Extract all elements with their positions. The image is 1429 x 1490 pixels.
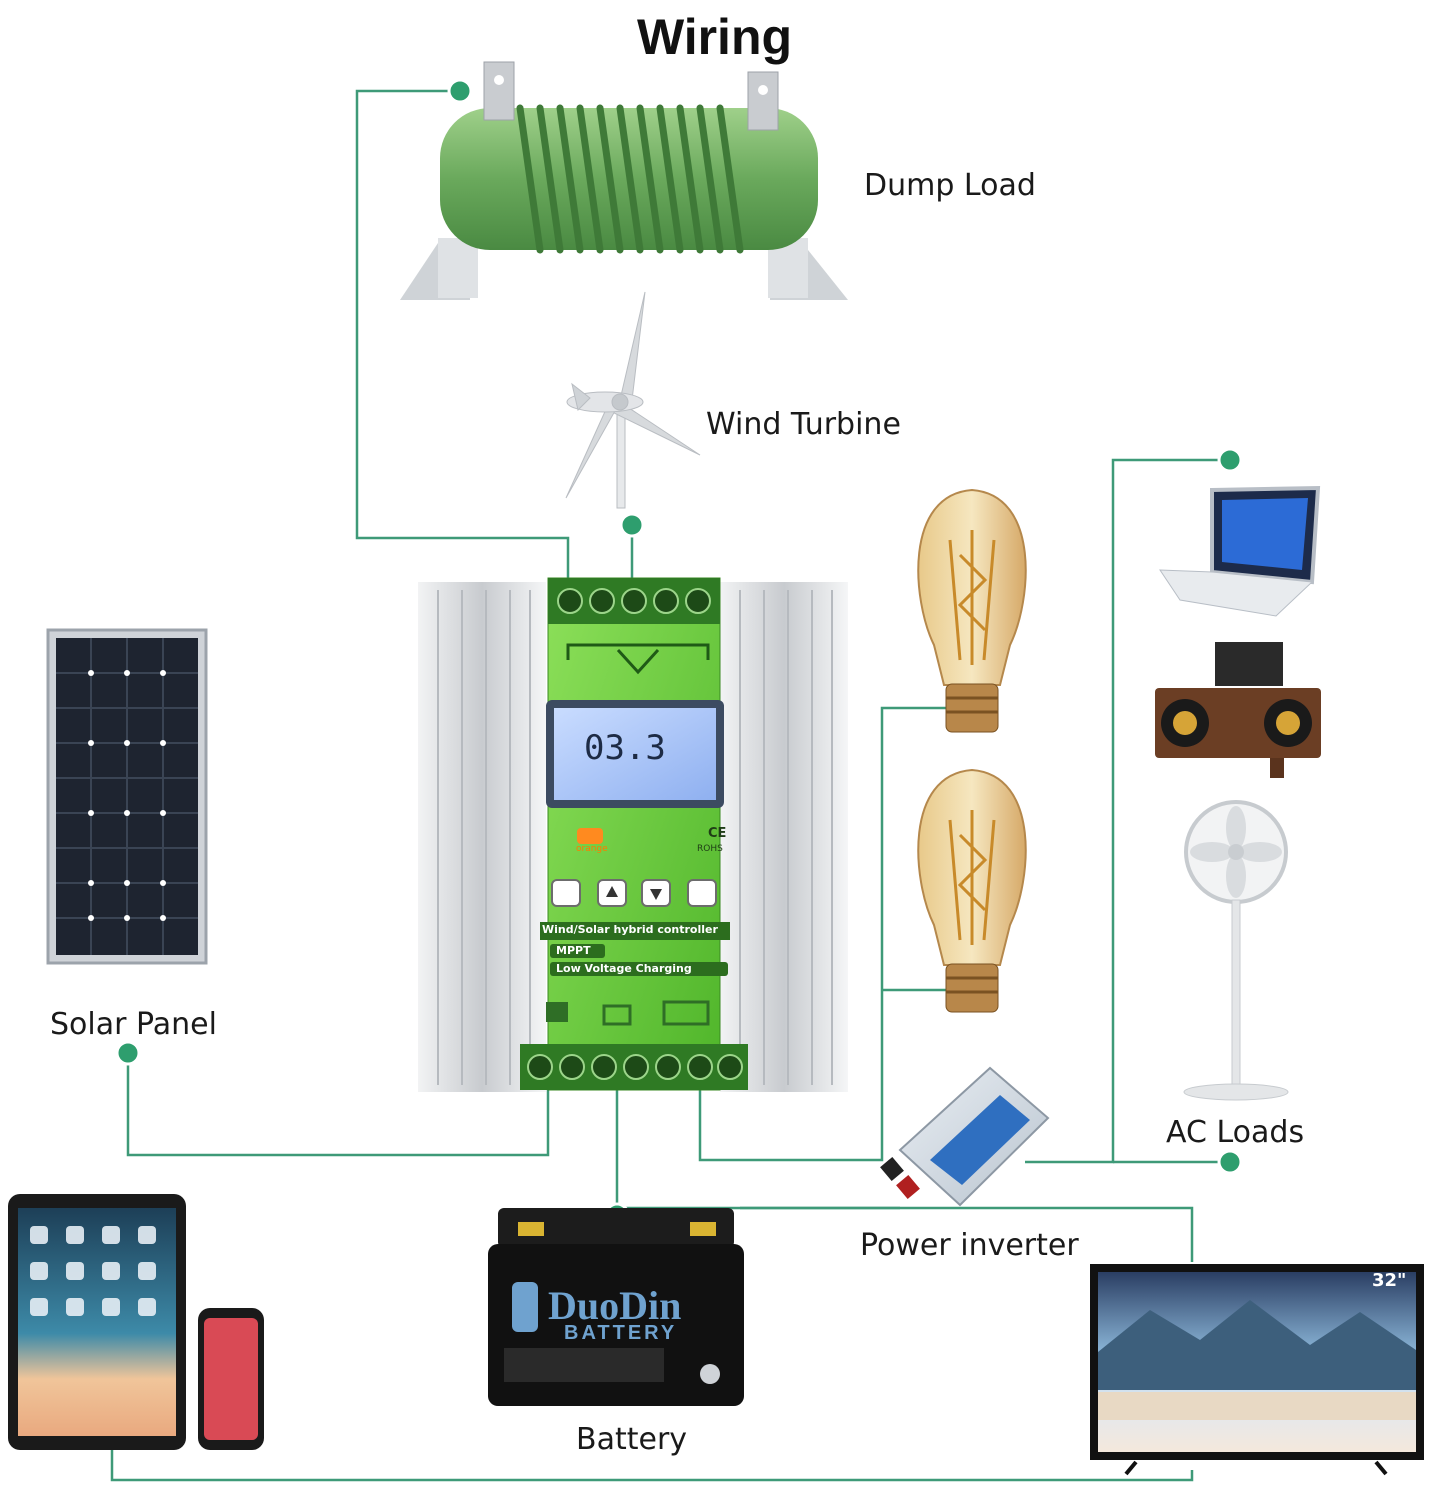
page-title: Wiring	[636, 9, 793, 65]
wire-ac-loads	[1025, 458, 1230, 1164]
fan-image	[1183, 800, 1289, 1101]
battery-brand: DuoDin	[548, 1283, 682, 1328]
tv-image	[1090, 1264, 1424, 1476]
solar-panel-label: Solar Panel	[50, 1007, 217, 1042]
rohs-mark: ROHS	[697, 844, 723, 854]
laptop-image	[1159, 485, 1321, 617]
power-inverter-label: Power inverter	[860, 1228, 1079, 1263]
wire-dc-load	[698, 706, 948, 1162]
solar-panel-image	[46, 628, 208, 965]
battery-image	[488, 1208, 744, 1406]
node-ac-top	[1217, 447, 1243, 473]
ac-loads-label: AC Loads	[1166, 1115, 1305, 1150]
phone-image	[198, 1308, 264, 1450]
node-wind-turbine	[619, 512, 645, 538]
dump-load-resistor	[400, 61, 848, 300]
battery-brand-sub: BATTERY	[564, 1322, 678, 1344]
node-solar-panel	[115, 1040, 141, 1066]
lcd-reading: 03.3	[584, 728, 666, 768]
power-inverter-image	[880, 1066, 1050, 1207]
low-voltage-badge: Low Voltage Charging	[556, 962, 692, 975]
node-dump-load	[447, 78, 473, 104]
tablet-image	[8, 1194, 186, 1450]
brand-mark: orange	[576, 844, 608, 854]
wire-dump-load	[355, 89, 570, 578]
wire-tv	[740, 1206, 1194, 1262]
node-ac-bottom	[1217, 1149, 1243, 1175]
mppt-badge: MPPT	[556, 944, 591, 957]
wind-turbine-label: Wind Turbine	[706, 407, 901, 442]
charge-controller	[418, 577, 848, 1092]
battery-label: Battery	[576, 1422, 688, 1457]
wind-turbine-image	[565, 291, 701, 509]
light-bulb-top	[917, 488, 1027, 733]
speaker-image	[1155, 642, 1321, 778]
ce-mark: CE	[708, 826, 727, 841]
wires	[110, 89, 1230, 1482]
wire-devices	[110, 1445, 1194, 1482]
light-bulb-bottom	[917, 768, 1027, 1013]
wire-solar-panel	[126, 1053, 550, 1157]
dump-load-label: Dump Load	[864, 168, 1036, 203]
tv-size-label: 32"	[1372, 1270, 1407, 1291]
controller-product-line: Wind/Solar hybrid controller	[542, 923, 718, 936]
